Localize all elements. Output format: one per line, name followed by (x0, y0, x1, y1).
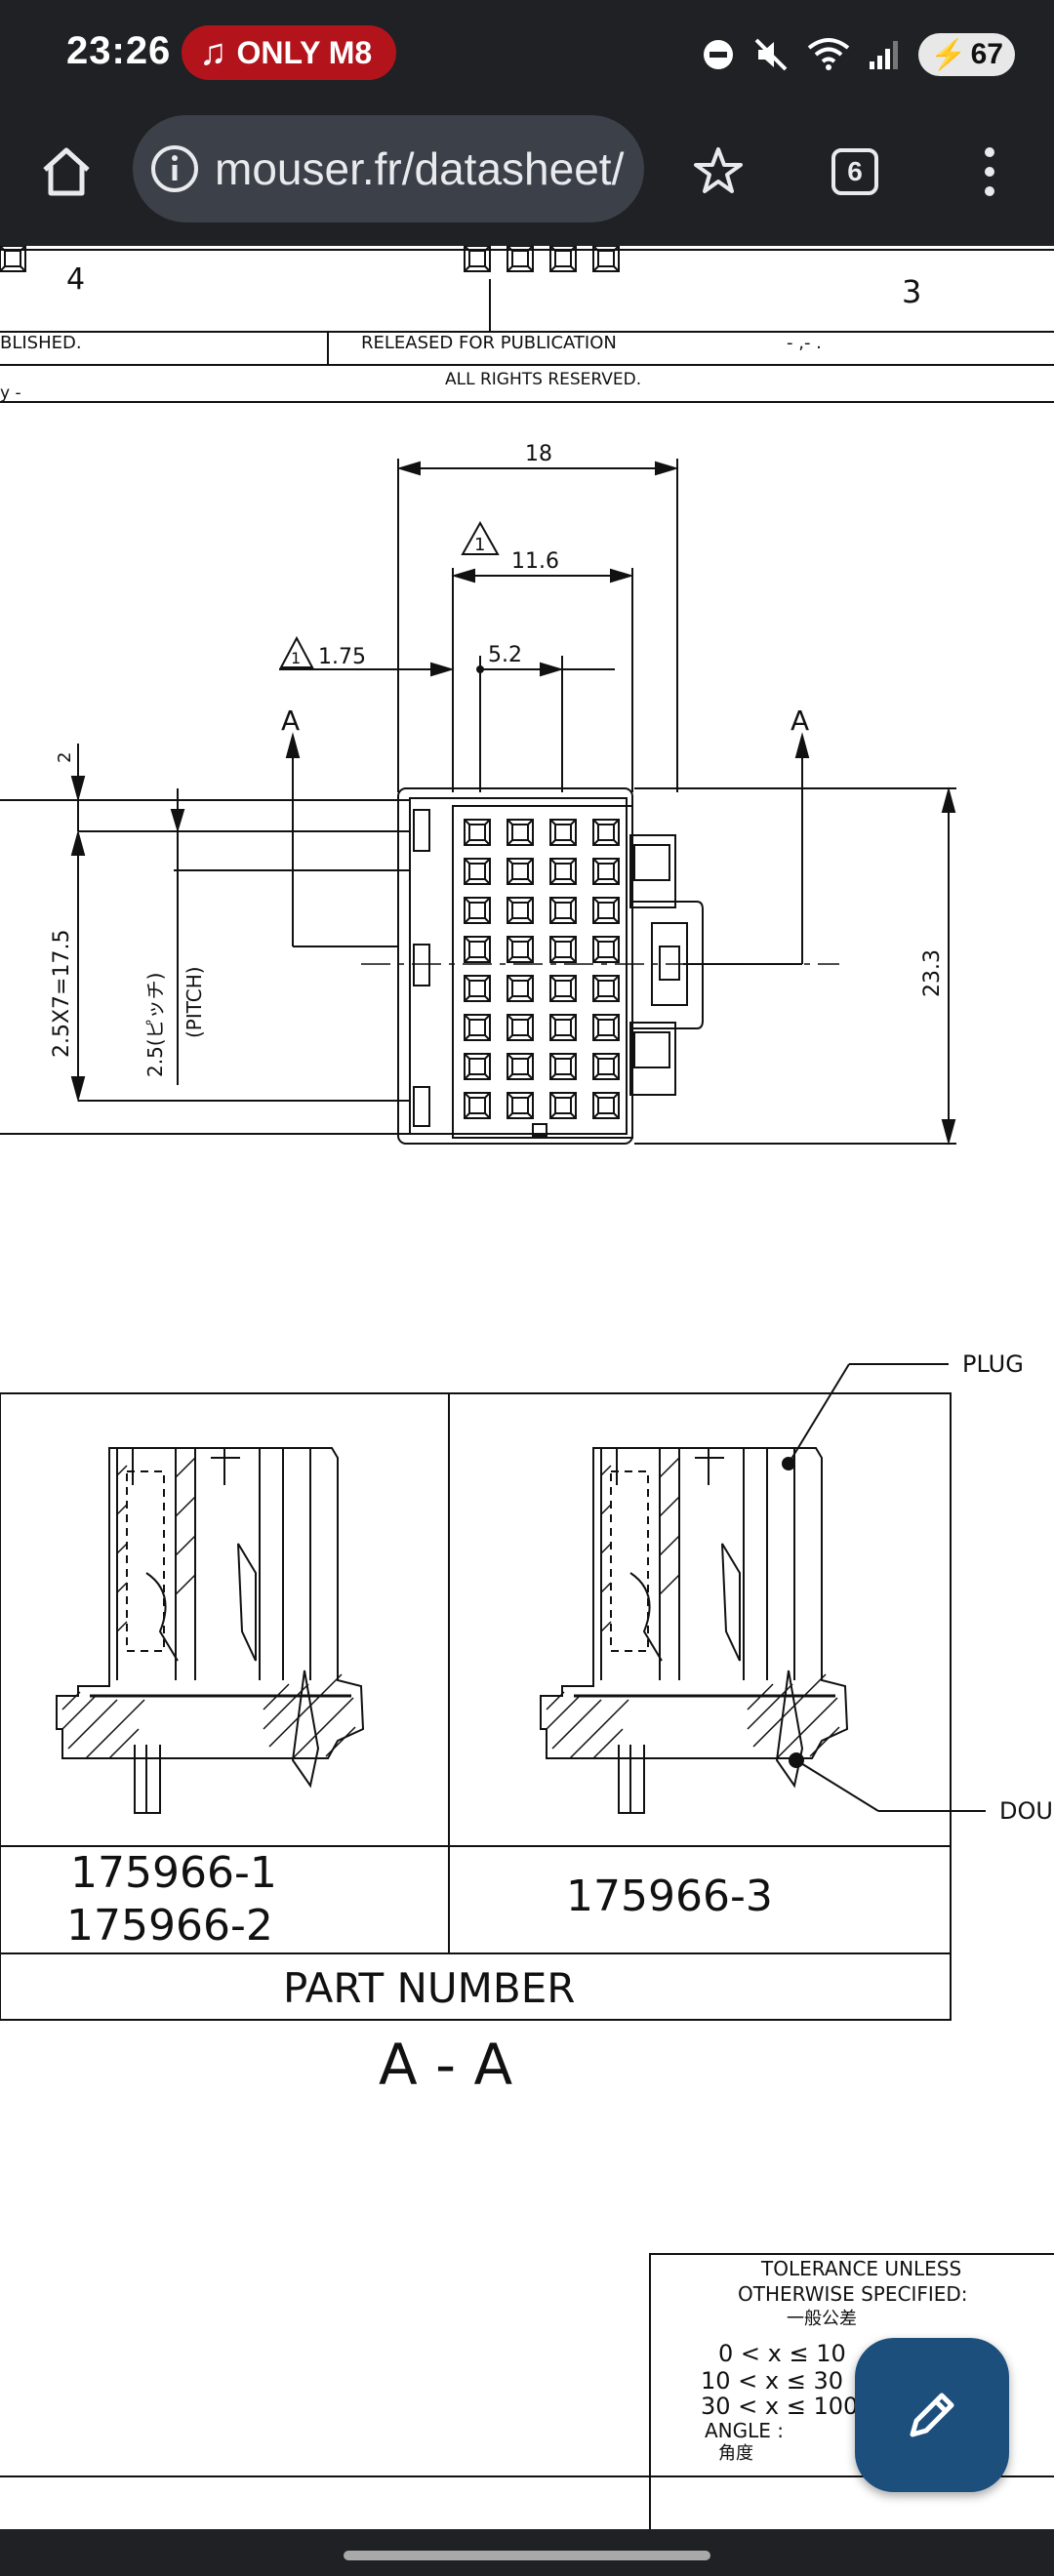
svg-text:OTHERWISE SPECIFIED:: OTHERWISE SPECIFIED: (738, 2282, 968, 2306)
edit-pencil-icon (910, 2393, 954, 2437)
svg-text:23.3: 23.3 (920, 949, 945, 997)
svg-text:ANGLE :: ANGLE : (705, 2419, 784, 2442)
svg-text:2: 2 (55, 752, 75, 763)
tabs-icon: 6 (831, 148, 878, 195)
zone-label-left: 4 (66, 262, 85, 297)
svg-text:5.2: 5.2 (488, 643, 522, 667)
table-footer: PART NUMBER (283, 1964, 575, 2012)
tolerance-box: TOLERANCE UNLESS OTHERWISE SPECIFIED: 一般… (649, 2253, 1054, 2538)
part-number-table: 175966-1 175966-2 175966-3 PART NUMBER (0, 1392, 952, 2021)
signal-icon (870, 41, 899, 69)
status-bar: 23:26 ♫ ONLY M8 ⚡67 (0, 0, 1054, 109)
dimension-height: 23.3 (634, 786, 956, 1146)
datasheet-drawing[interactable]: 4 3 BLISHED. RELEASED FOR PUBLICATION - … (0, 245, 1054, 2538)
dnd-icon (704, 40, 734, 69)
rights-text: ALL RIGHTS RESERVED. (445, 370, 641, 389)
music-note-icon: ♫ (199, 31, 227, 73)
svg-text:A: A (281, 704, 300, 737)
mute-icon (754, 38, 788, 71)
svg-text:(PITCH): (PITCH) (182, 966, 206, 1038)
svg-text:18: 18 (525, 442, 552, 466)
tab-count: 6 (847, 156, 863, 186)
svg-text:1.75: 1.75 (318, 645, 366, 669)
media-label: ONLY M8 (236, 34, 373, 70)
system-nav-bar (0, 2529, 1054, 2576)
svg-text:2.5X7=17.5: 2.5X7=17.5 (50, 930, 74, 1058)
tab-switcher-button[interactable]: 6 (820, 137, 890, 207)
status-icons: ⚡67 (702, 27, 1015, 82)
more-menu-icon (985, 147, 994, 196)
svg-text:一般公差: 一般公差 (787, 2309, 857, 2329)
wifi-icon (808, 38, 850, 70)
row-left-text: y - (0, 383, 21, 403)
browser-toolbar: mouser.fr/datasheet/ 6 (0, 109, 1054, 246)
svg-text:0 < x ≤ 10: 0 < x ≤ 10 (718, 2340, 846, 2367)
svg-text:PLUG: PLUG (962, 1350, 1024, 1378)
header-right-text: - ,- . (787, 333, 822, 353)
dimension-rows: 2 2.5X7=17.5 2.5(ピッチ) (PITCH) (0, 744, 410, 1135)
dimension-width-inner: 1 11.6 (451, 520, 634, 792)
svg-text:A: A (790, 704, 809, 737)
battery-icon: ⚡67 (918, 33, 1015, 76)
svg-text:1: 1 (291, 649, 301, 667)
part-number-175966-2: 175966-2 (66, 1901, 273, 1951)
part-number-175966-3: 175966-3 (566, 1872, 773, 1921)
home-button[interactable] (31, 137, 101, 207)
svg-text:2.5(ピッチ): 2.5(ピッチ) (143, 973, 167, 1077)
section-title: A - A (379, 2032, 512, 2098)
header-left-text: BLISHED. (0, 333, 82, 353)
more-menu-button[interactable] (954, 137, 1025, 207)
svg-text:TOLERANCE UNLESS: TOLERANCE UNLESS (760, 2257, 961, 2280)
dimension-pitch: 1 1.75 5.2 (279, 635, 615, 792)
header-release-text: RELEASED FOR PUBLICATION (361, 333, 617, 353)
edit-fab-button[interactable] (855, 2338, 1009, 2492)
section-marker-left: A (281, 704, 398, 947)
cross-section-left (56, 1447, 365, 1814)
site-info-icon[interactable] (146, 141, 203, 197)
svg-text:DOU: DOU (999, 1797, 1053, 1825)
bookmark-button[interactable] (683, 137, 753, 207)
zone-label-right: 3 (902, 273, 921, 310)
callout-dou: DOU (795, 1759, 1053, 1825)
svg-text:11.6: 11.6 (511, 549, 559, 574)
address-bar[interactable]: mouser.fr/datasheet/ (133, 115, 644, 222)
media-notification-pill[interactable]: ♫ ONLY M8 (182, 25, 396, 80)
svg-text:1: 1 (474, 535, 485, 555)
battery-level: 67 (970, 38, 1003, 70)
svg-text:角度: 角度 (718, 2443, 753, 2464)
part-number-175966-1: 175966-1 (70, 1848, 277, 1898)
url-text: mouser.fr/datasheet/ (215, 143, 625, 194)
status-time: 23:26 (66, 29, 172, 72)
svg-text:10 < x ≤ 30: 10 < x ≤ 30 (701, 2367, 843, 2395)
home-icon (43, 147, 90, 196)
gesture-handle[interactable] (344, 2551, 710, 2560)
svg-text:30 < x ≤ 100: 30 < x ≤ 100 (701, 2393, 858, 2420)
callout-plug: PLUG (788, 1350, 1024, 1465)
bookmark-star-icon (694, 147, 743, 193)
connector-front-view (0, 245, 704, 1145)
dimension-width-total: 18 (396, 442, 679, 792)
